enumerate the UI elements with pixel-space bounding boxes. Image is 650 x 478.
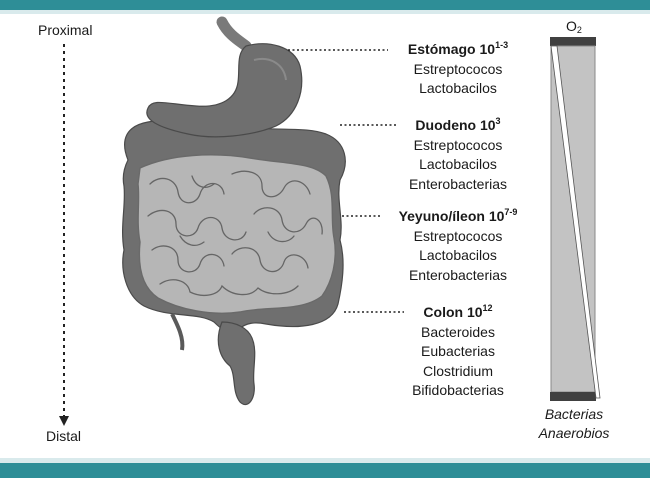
- gradient-wedge-white: [550, 45, 601, 399]
- colon-item: Bifidobacterias: [412, 382, 504, 398]
- anaerobes-line-2: Anaerobios: [538, 425, 610, 441]
- section-jejunum-ileum: Yeyuno/íleon 107-9 Estreptococos Lactoba…: [380, 207, 536, 285]
- colon-item: Clostridium: [422, 362, 493, 379]
- anaerobes-label: Bacterias Anaerobios: [520, 405, 628, 443]
- arrow-head: [59, 416, 69, 426]
- section-duodenum: Duodeno 103 Estreptococos Lactobacilos E…: [384, 116, 532, 194]
- jejunum-ileum-item: Enterobacterias: [408, 266, 508, 283]
- bottom-banner-stripe: [0, 458, 650, 463]
- duodenum-item: Enterobacterias: [408, 175, 508, 192]
- jejunum-ileum-title: Yeyuno/íleon 107-9: [398, 207, 518, 225]
- duodenum-item: Estreptococos: [413, 136, 503, 153]
- section-colon: Colon 1012 Bacteroides Eubacterias Clost…: [384, 303, 532, 401]
- colon-item: Eubacterias: [421, 343, 495, 359]
- leader-lines: [288, 49, 404, 313]
- colon-title: Colon 1012: [423, 303, 493, 321]
- proximal-label: Proximal: [38, 22, 93, 38]
- stomach: [146, 43, 303, 138]
- section-stomach: Estómago 101-3 Estreptococos Lactobacilo…: [384, 40, 532, 99]
- top-banner-stripe: [0, 10, 650, 14]
- stomach-item: Lactobacilos: [419, 80, 497, 96]
- duodenum-title: Duodeno 103: [415, 116, 501, 134]
- top-banner: [0, 0, 650, 10]
- gradient-bar: [550, 37, 601, 401]
- jejunum-ileum-item: Lactobacilos: [419, 247, 497, 263]
- small-intestine: [137, 154, 336, 314]
- stomach-item: Estreptococos: [413, 60, 503, 77]
- esophagus: [216, 16, 252, 52]
- oxygen-label: O2: [566, 18, 582, 35]
- anaerobes-line-1: Bacterias: [544, 406, 604, 422]
- duodenum-item: Lactobacilos: [419, 156, 497, 172]
- distal-label: Distal: [46, 428, 82, 444]
- bottom-banner: [0, 463, 650, 478]
- gradient-bar-cap-bottom: [550, 392, 596, 401]
- colon-item: Bacteroides: [421, 323, 495, 340]
- stomach-title: Estómago 101-3: [407, 40, 509, 58]
- jejunum-ileum-item: Estreptococos: [413, 227, 503, 244]
- small-intestine-loops: [147, 170, 323, 297]
- gradient-bar-cap-top: [550, 37, 596, 46]
